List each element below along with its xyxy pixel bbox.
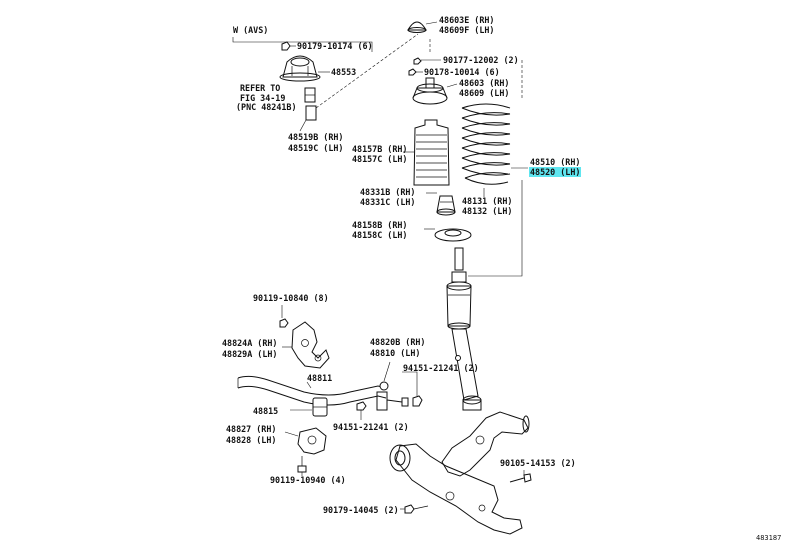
label-48603e: 48603E (RH) [439,15,494,25]
label-90177: 90177-12002 (2) [443,55,519,65]
label-48609f: 48609F (LH) [439,25,494,35]
label-48519c: 48519C (LH) [288,143,343,153]
label-48131: 48131 (RH) [462,196,512,206]
steering-knuckle [441,411,530,477]
avs-bracket [232,37,373,52]
stabilizer-bar-48811 [237,375,387,406]
label-94151-b: 94151-21241 (2) [333,422,409,432]
bracket-48827 [297,427,327,455]
label-48609: 48609 (LH) [459,88,509,98]
highlight-48520 [529,167,581,177]
bracket-48824a [291,321,330,369]
label-48520[interactable]: 48520 (LH) [530,167,580,177]
label-48132: 48132 (LH) [462,206,512,216]
label-90119-10940: 90119-10940 (4) [270,475,346,485]
label-48824a: 48824A (RH) [222,338,277,348]
insulator-48158 [434,228,472,242]
label-48553: 48553 [331,67,356,77]
label-94151-a: 94151-21241 (2) [403,363,479,373]
label-w-avs: W (AVS) [233,25,268,35]
label-48828: 48828 (LH) [226,435,276,445]
label-48331c: 48331C (LH) [360,197,415,207]
coil-spring-48510 [461,103,511,185]
nut-94151-a [412,395,423,407]
bolt-90105 [509,473,532,483]
label-48829a: 48829A (LH) [222,349,277,359]
nut-90178 [408,68,417,76]
lower-arm [389,443,523,535]
label-48827: 48827 (RH) [226,424,276,434]
label-90105: 90105-14153 (2) [500,458,576,468]
shock-absorber [446,247,482,411]
bolt-90119-10840 [279,318,289,328]
label-48157c: 48157C (LH) [352,154,407,164]
stabilizer-link-48820 [376,381,409,411]
bolt-90179-14045 [404,504,429,514]
nut-94151-b [356,401,367,411]
label-90179-10174: 90179-10174 (6) [297,41,373,51]
nut-90177 [413,57,422,65]
label-90178: 90178-10014 (6) [424,67,500,77]
label-48519b: 48519B (RH) [288,132,343,142]
dust-boot-48157 [413,119,450,186]
label-48815: 48815 [253,406,278,416]
label-48158b: 48158B (RH) [352,220,407,230]
upper-mount-48603 [412,77,448,105]
label-refer-1: REFER TO [240,83,280,93]
bushing-48815 [312,397,328,417]
label-90119-10840: 90119-10840 (8) [253,293,329,303]
label-48158c: 48158C (LH) [352,230,407,240]
label-48810: 48810 (LH) [370,348,420,358]
bump-stopper-48331 [436,195,456,216]
upper-support-48553 [279,55,321,82]
bolt-90119-10940 [297,456,307,473]
nut-90179-10174 [281,41,291,51]
label-90179-14045: 90179-14045 (2) [323,505,399,515]
label-refer-3: (PNC 48241B) [236,102,297,112]
label-48331b: 48331B (RH) [360,187,415,197]
top-cap-48603e [407,21,427,33]
label-refer-2: FIG 34-19 [240,93,285,103]
label-48811: 48811 [307,373,332,383]
bracket-48519 [304,87,317,121]
label-48820b: 48820B (RH) [370,337,425,347]
figure-id: 483187 [756,534,781,542]
label-48603: 48603 (RH) [459,78,509,88]
label-48510: 48510 (RH) [530,157,580,167]
label-48157b: 48157B (RH) [352,144,407,154]
